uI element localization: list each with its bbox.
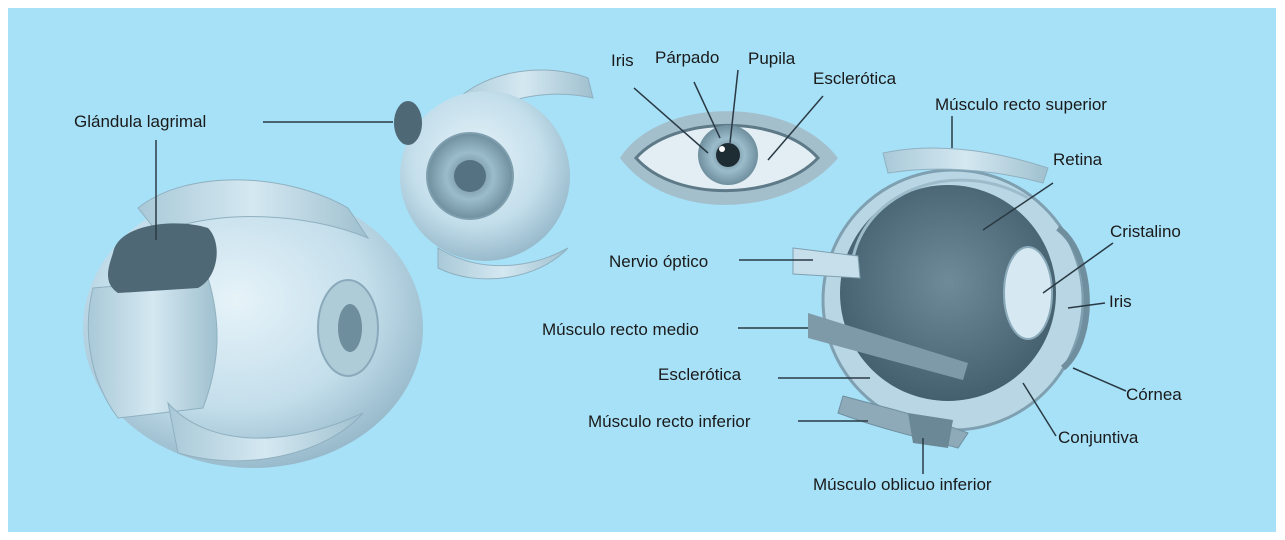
label-musculo-recto-inferior: Músculo recto inferior [588, 412, 751, 432]
label-musculo-recto-medio: Músculo recto medio [542, 320, 699, 340]
diagram-panel: Glándula lagrimal Iris Párpado Pupila Es… [8, 8, 1276, 532]
label-cristalino: Cristalino [1110, 222, 1181, 242]
lacrimal-gland [108, 223, 217, 293]
label-musculo-oblicuo-inferior: Músculo oblicuo inferior [813, 475, 992, 495]
label-esclerotica-top: Esclerótica [813, 69, 896, 89]
label-iris-top: Iris [611, 51, 634, 71]
label-pupila: Pupila [748, 49, 795, 69]
front-lacrimal-gland [394, 101, 422, 145]
external-eye-group [620, 111, 838, 205]
external-pupil [716, 143, 740, 167]
section-lens [1004, 247, 1052, 339]
label-parpado: Párpado [655, 48, 719, 68]
label-nervio-optico: Nervio óptico [609, 252, 708, 272]
label-iris-right: Iris [1109, 292, 1132, 312]
label-cornea: Córnea [1126, 385, 1182, 405]
left-eyeball-group [83, 180, 423, 468]
label-glandula-lagrimal: Glándula lagrimal [74, 112, 206, 132]
cross-section-group [793, 148, 1087, 448]
label-conjuntiva: Conjuntiva [1058, 428, 1138, 448]
left-lateral-muscle [88, 278, 217, 418]
front-eyeball-group [394, 70, 593, 279]
label-retina: Retina [1053, 150, 1102, 170]
label-esclerotica-bottom: Esclerótica [658, 365, 741, 385]
label-musculo-recto-superior: Músculo recto superior [935, 95, 1107, 115]
